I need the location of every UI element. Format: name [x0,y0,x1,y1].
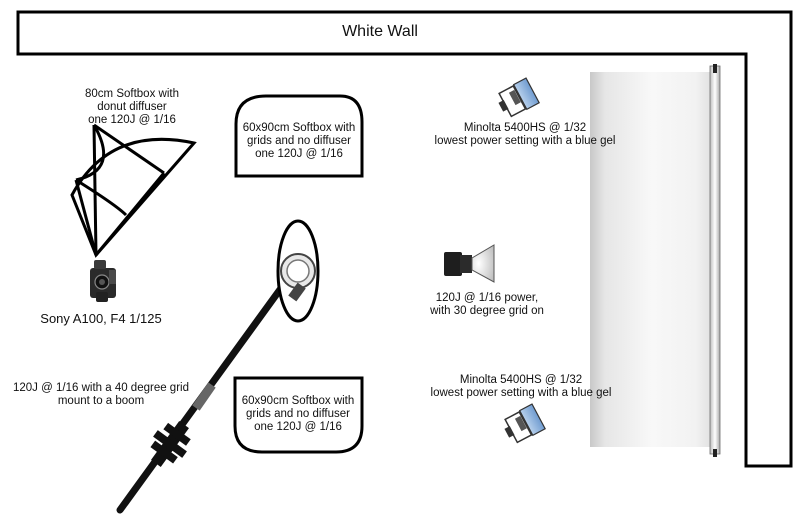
minolta-flash-bottom-icon [504,403,546,444]
minolta-flash-top-icon [498,77,540,118]
label-boom: 120J @ 1/16 with a 40 degree grid mount … [13,382,189,407]
grid-head-icon [444,244,495,283]
label-softbox-60-bottom: 60x90cm Softbox with grids and no diffus… [241,395,355,433]
backdrop-pole [709,64,721,457]
softbox-80cm [70,123,197,258]
backdrop [590,72,714,447]
label-minolta-top: Minolta 5400HS @ 1/32 lowest power setti… [434,122,616,147]
label-minolta-bottom: Minolta 5400HS @ 1/32 lowest power setti… [430,374,612,399]
boom-arm [116,258,304,514]
label-softbox-80: 80cm Softbox with donut diffuser one 120… [85,88,179,126]
softbox-60x90-bottom [233,376,364,454]
softbox-60x90-top [234,94,364,178]
white-wall [16,10,793,468]
label-grid-head: 120J @ 1/16 power, with 30 degree grid o… [430,292,544,317]
boom-clamp [150,421,191,467]
label-softbox-60-top: 60x90cm Softbox with grids and no diffus… [242,122,356,160]
wall-title: White Wall [342,23,418,40]
camera-icon [90,260,116,302]
label-camera: Sony A100, F4 1/125 [40,311,162,326]
boom-grid-head-icon [276,219,320,323]
